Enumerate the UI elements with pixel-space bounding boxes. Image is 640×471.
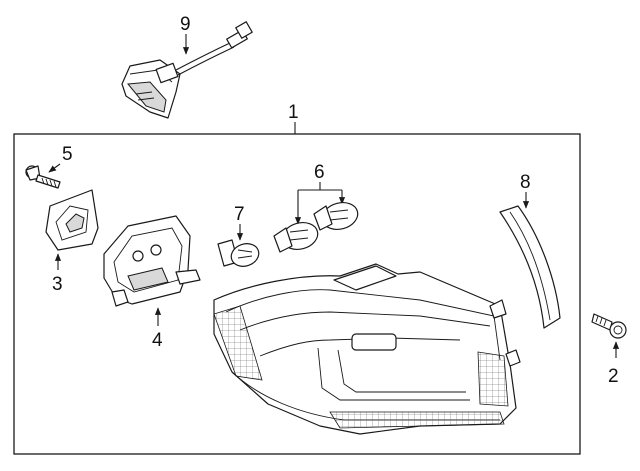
- assembly-frame: [13, 133, 581, 455]
- callout-2-label: 2: [608, 366, 619, 387]
- callout-5-label: 5: [62, 144, 73, 165]
- part-4-bulb-carrier: 4: [103, 215, 201, 351]
- part-9-wiring-harness: 9: [121, 14, 253, 119]
- part-2-bolt: 2: [591, 313, 627, 387]
- callout-7-label: 7: [234, 204, 245, 225]
- callout-4-label: 4: [152, 330, 163, 351]
- part-3-cover: 3: [45, 189, 99, 295]
- callout-9-label: 9: [180, 14, 191, 35]
- callout-6-label: 6: [314, 162, 325, 183]
- callout-1-label: 1: [288, 102, 299, 123]
- callout-3-label: 3: [52, 274, 63, 295]
- part-8-trim: 8: [499, 172, 561, 329]
- part-6-bulbs: 6: [273, 162, 359, 253]
- part-1-tail-lamp: [213, 263, 521, 435]
- callout-1: 1: [288, 102, 299, 134]
- part-7-bulb: 7: [217, 204, 260, 267]
- callout-8-label: 8: [520, 172, 531, 193]
- part-5-screw: 5: [25, 144, 73, 189]
